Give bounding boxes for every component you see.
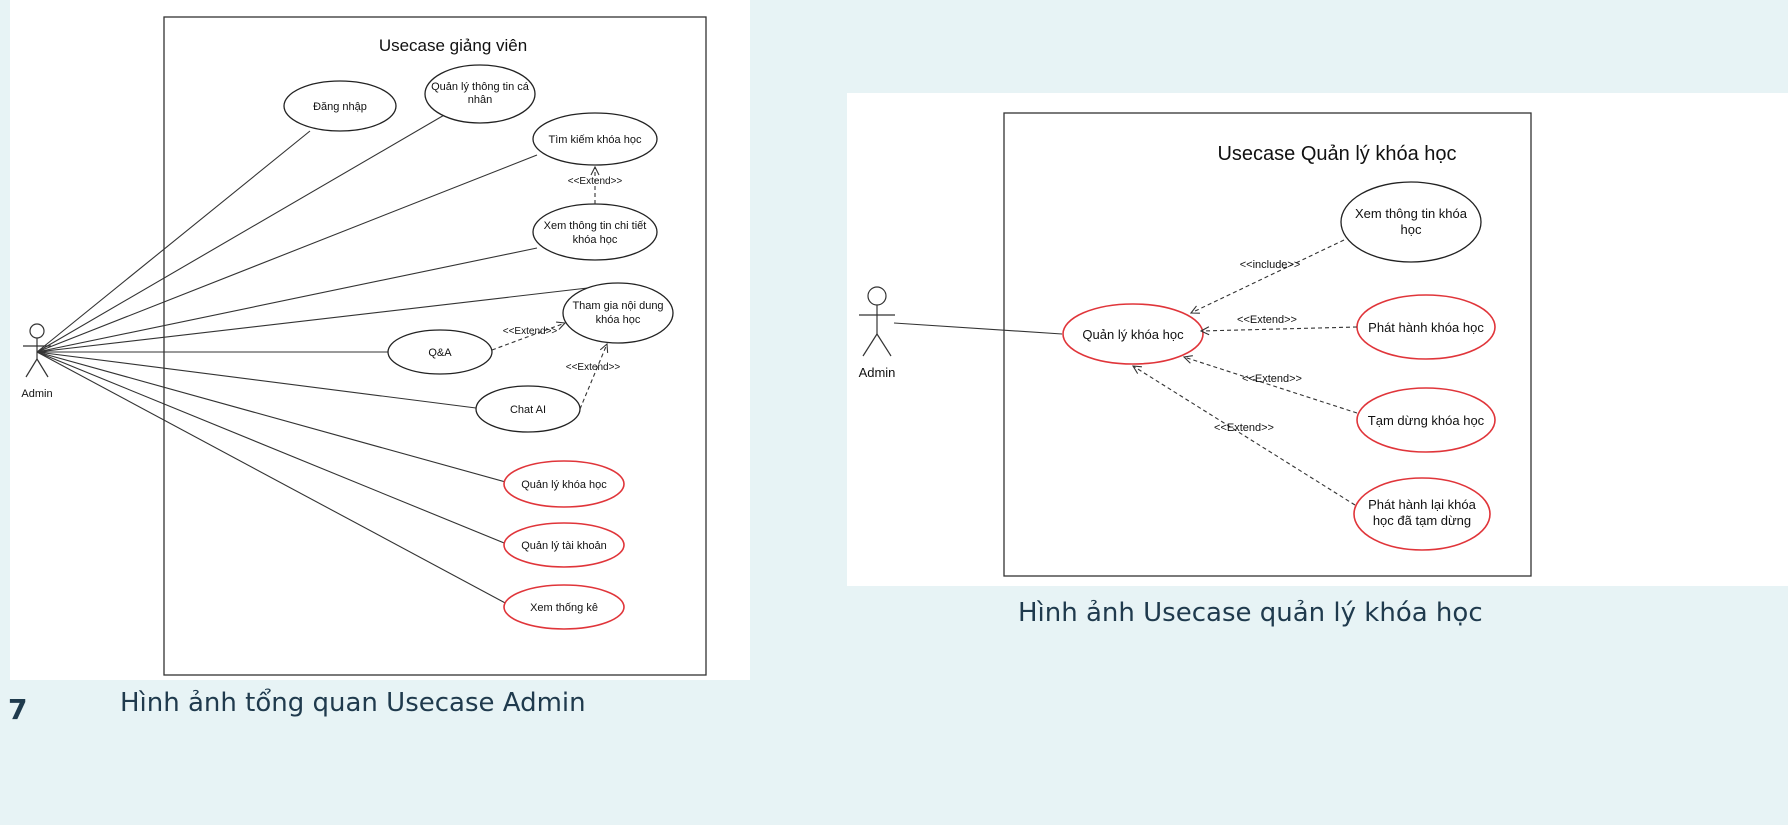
svg-text:Quản lý tài khoản: Quản lý tài khoản (521, 540, 607, 552)
actor-admin: Admin (859, 286, 896, 380)
system-boundary (1003, 112, 1532, 577)
usecase-chat-ai: Chat AI (475, 385, 581, 433)
extend-chat-ai-to-tham-gia: <<Extend>> (566, 344, 621, 410)
svg-text:<<include>>: <<include>> (1240, 259, 1301, 271)
usecase-quan-ly-thong-tin-ca-nhan: Quản lý thông tin cá nhân (424, 64, 536, 124)
usecase-xem-thong-tin-khoa-hoc: Xem thông tin khóa học (1340, 181, 1482, 263)
svg-text:<<Extend>>: <<Extend>> (1237, 314, 1297, 326)
diagram-title: Usecase Quản lý khóa học (1217, 143, 1456, 165)
svg-text:Đăng nhập: Đăng nhập (313, 101, 367, 113)
usecase-dang-nhap: Đăng nhập (283, 80, 397, 132)
page-number: 7 (8, 693, 28, 726)
svg-text:<<Extend>>: <<Extend>> (1242, 373, 1302, 385)
svg-text:Quản lý thông tin cá: Quản lý thông tin cá (431, 81, 530, 93)
svg-text:<<Extend>>: <<Extend>> (566, 362, 621, 373)
svg-text:Xem thông tin chi tiết: Xem thông tin chi tiết (544, 220, 647, 232)
association-lines (36, 113, 623, 606)
actor-label: Admin (859, 365, 896, 380)
caption-left: Hình ảnh tổng quan Usecase Admin (120, 688, 586, 718)
svg-text:Tham gia nội dung: Tham gia nội dung (572, 300, 663, 312)
svg-text:Phát hành lại khóa: Phát hành lại khóa (1368, 497, 1476, 512)
usecase-tim-kiem-khoa-hoc: Tìm kiếm khóa học (532, 112, 658, 166)
svg-text:nhân: nhân (468, 94, 492, 106)
svg-text:Xem thống kê: Xem thống kê (530, 602, 598, 614)
svg-text:Xem thông tin khóa: Xem thông tin khóa (1355, 206, 1468, 221)
svg-text:Q&A: Q&A (428, 347, 452, 359)
svg-text:khóa học: khóa học (596, 314, 641, 326)
svg-text:khóa học: khóa học (573, 234, 618, 246)
actor-admin: Admin (21, 323, 53, 400)
usecase-diagram-admin-svg: Usecase giảng viên Admin Đăng nhậ (21, 16, 707, 676)
usecase-diagram-admin-overview: Usecase giảng viên Admin Đăng nhậ (10, 0, 750, 680)
usecase-quan-ly-khoa-hoc: Quản lý khóa học (1062, 303, 1204, 365)
extend-tam-dung: <<Extend>> (1184, 357, 1358, 414)
svg-text:Tìm kiếm khóa học: Tìm kiếm khóa học (549, 134, 642, 146)
usecase-tam-dung-khoa-hoc: Tạm dừng khóa học (1356, 387, 1496, 453)
usecase-phat-hanh-khoa-hoc: Phát hành khóa học (1356, 294, 1496, 360)
usecase-tham-gia-noi-dung: Tham gia nội dung khóa học (562, 282, 674, 344)
usecase-xem-thong-ke: Xem thống kê (503, 584, 625, 630)
svg-text:Tạm dừng khóa học: Tạm dừng khóa học (1368, 413, 1485, 428)
system-boundary (163, 16, 707, 676)
svg-text:Quản lý khóa học: Quản lý khóa học (521, 479, 607, 491)
extend-xem-chi-tiet-to-tim-kiem: <<Extend>> (568, 167, 623, 204)
usecase-quan-ly-khoa-hoc: Quản lý khóa học (503, 460, 625, 508)
extend-phat-hanh: <<Extend>> (1201, 314, 1358, 331)
usecase-diagram-course-management: Usecase Quản lý khóa học Admin Quản lý k… (847, 93, 1788, 586)
usecase-xem-thong-tin-chi-tiet: Xem thông tin chi tiết khóa học (532, 203, 658, 261)
actor-label: Admin (21, 388, 52, 400)
svg-text:học: học (1401, 222, 1422, 237)
svg-text:<<Extend>>: <<Extend>> (568, 176, 623, 187)
svg-text:Phát hành khóa học: Phát hành khóa học (1368, 320, 1484, 335)
svg-text:<<Extend>>: <<Extend>> (1214, 422, 1274, 434)
usecase-diagram-course-svg: Usecase Quản lý khóa học Admin Quản lý k… (859, 112, 1532, 577)
association-line (893, 322, 1063, 335)
diagram-title: Usecase giảng viên (379, 36, 527, 55)
usecase-qa: Q&A (387, 329, 493, 375)
extend-qa-to-tham-gia: <<Extend>> (491, 323, 565, 351)
svg-text:<<Extend>>: <<Extend>> (503, 326, 558, 337)
svg-text:Quản lý khóa học: Quản lý khóa học (1082, 327, 1184, 342)
svg-text:học đã tạm dừng: học đã tạm dừng (1373, 513, 1471, 528)
caption-right: Hình ảnh Usecase quản lý khóa học (1018, 598, 1483, 628)
include-relation: <<include>> (1191, 239, 1345, 313)
usecase-quan-ly-tai-khoan: Quản lý tài khoản (503, 522, 625, 568)
svg-text:Chat AI: Chat AI (510, 404, 546, 416)
extend-phat-hanh-lai: <<Extend>> (1133, 366, 1356, 506)
usecase-phat-hanh-lai-khoa-hoc: Phát hành lại khóa học đã tạm dừng (1353, 477, 1491, 551)
